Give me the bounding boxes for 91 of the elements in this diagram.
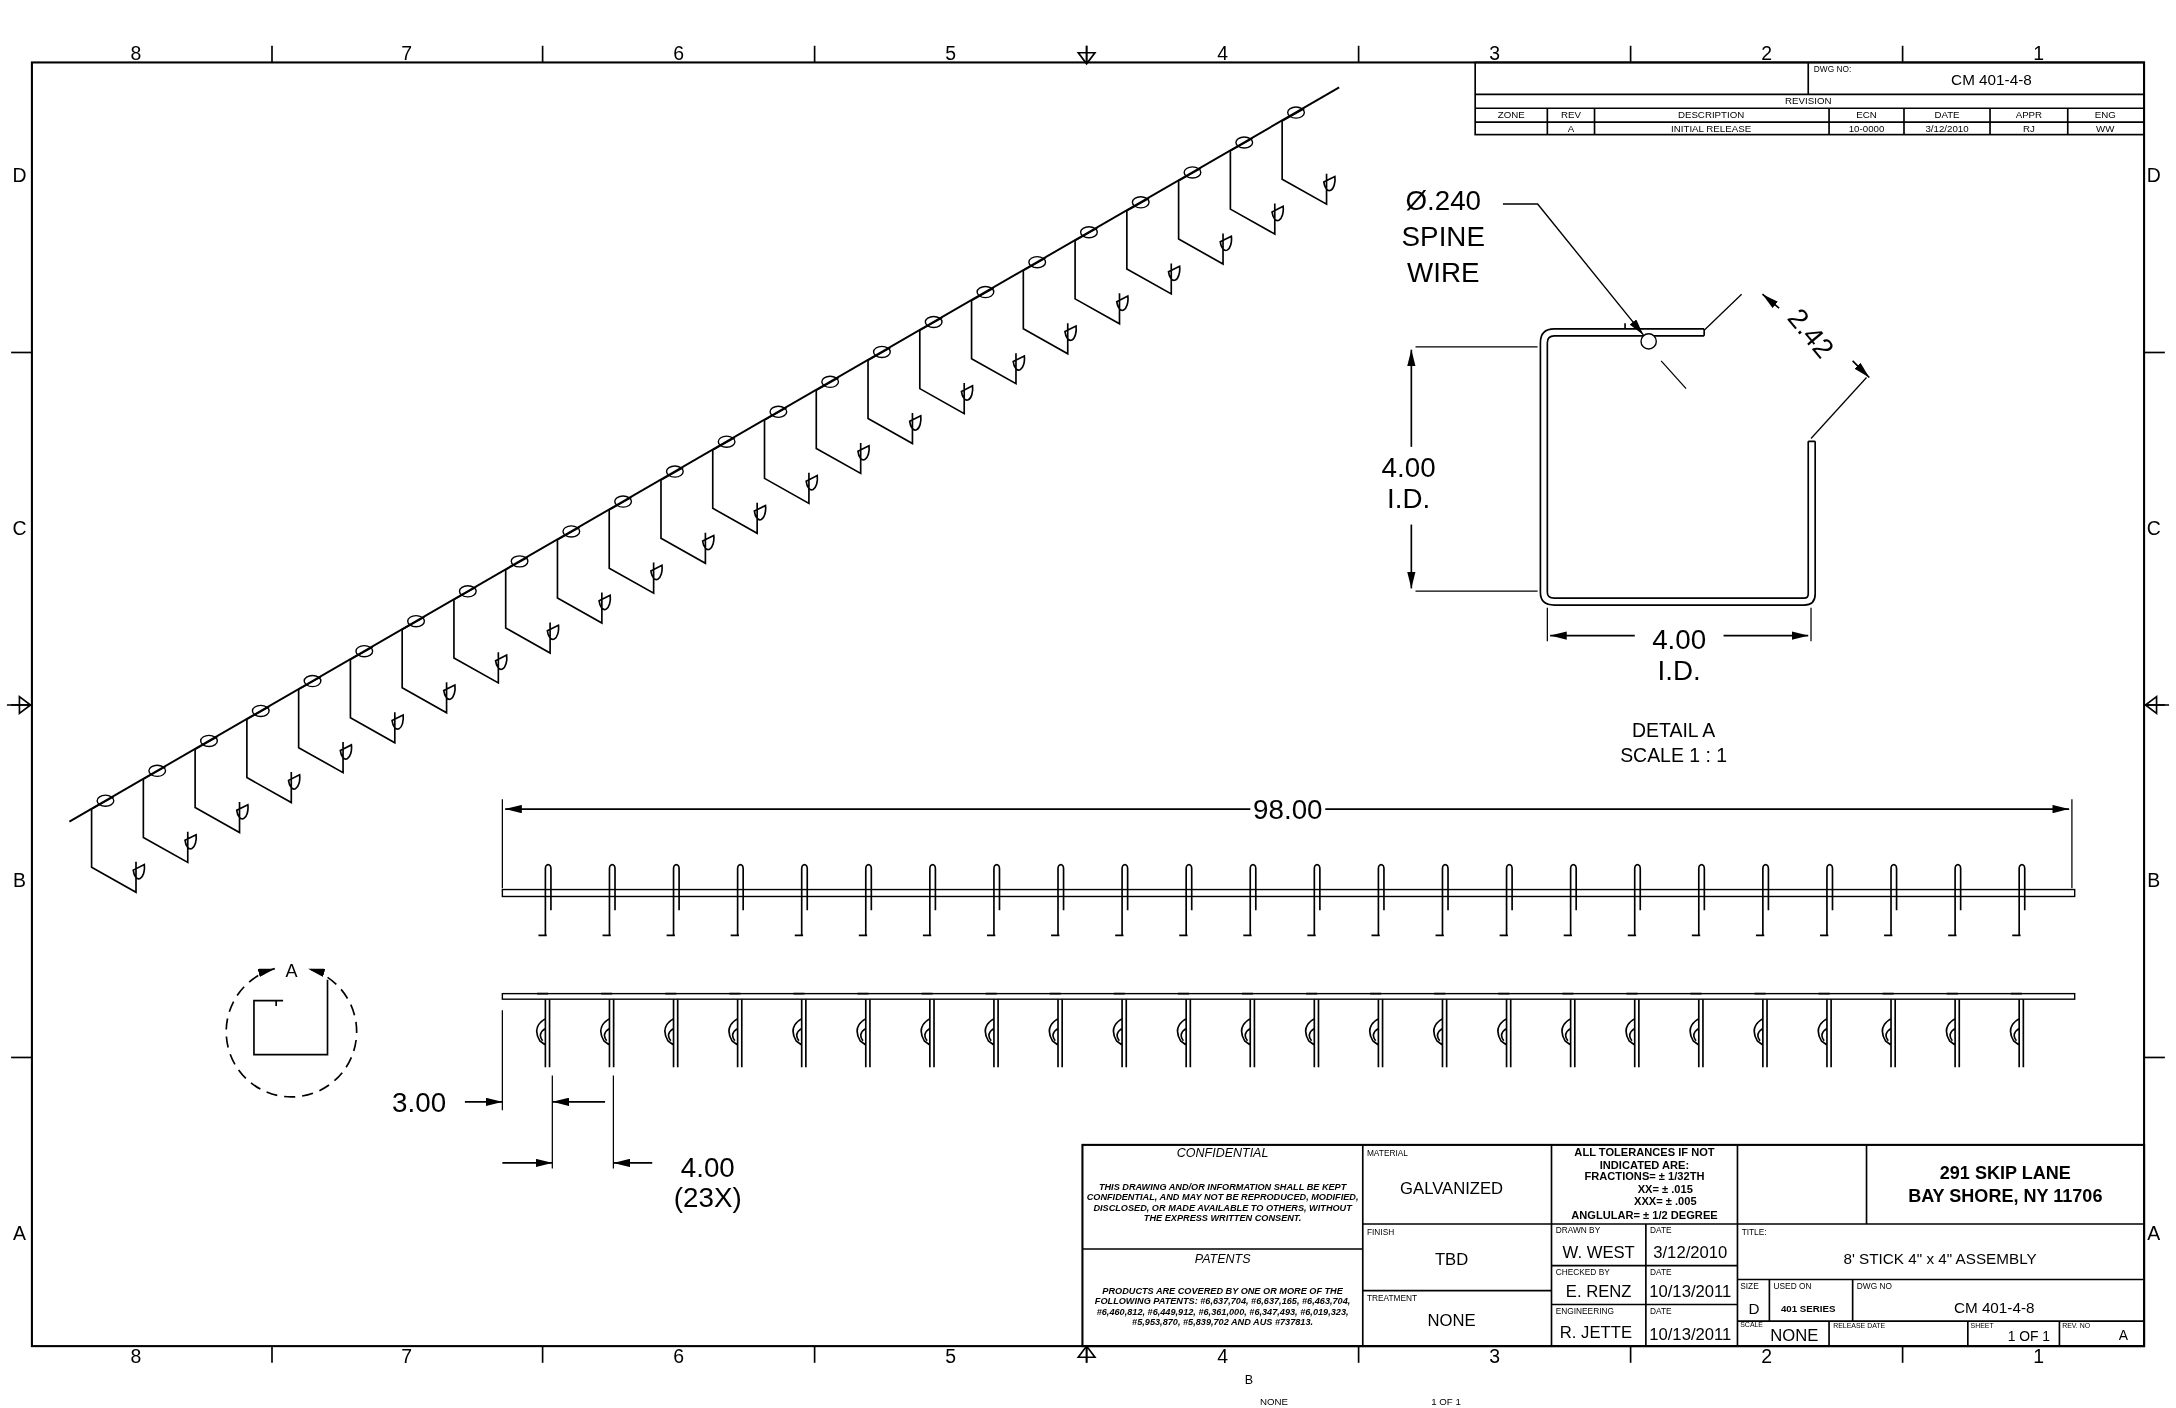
zone-number: 6 [673,43,684,65]
field-value: 401 SERIES [1780,1303,1836,1314]
view-title: DETAIL A [1632,720,1716,742]
dimension-label: Ø.240 SPINE WIRE [1366,190,1520,282]
column-header: REV [1560,109,1581,121]
field-value: 10/13/2011 [1649,1325,1732,1345]
field-value: 3/12/2010 [1653,1244,1728,1263]
section-heading: CONFIDENTIAL [1176,1147,1269,1162]
zone-number: 3 [1489,43,1500,65]
field-value: GALVANIZED [1400,1180,1504,1199]
field-value: W. WEST [1562,1244,1635,1263]
zone-number: 8 [130,1346,142,1368]
stray-text: B [1244,1373,1254,1388]
column-header: DESCRIPTION [1677,109,1745,121]
zone-number: 6 [673,1346,684,1368]
address-line: BAY SHORE, NY 11706 [1908,1186,2103,1207]
detail-callout-letter: A [285,961,298,982]
zone-number: 5 [945,43,956,65]
field-label: USED ON [1773,1281,1812,1291]
field-label: FINISH [1366,1227,1395,1237]
field-label: DATE [1650,1306,1672,1316]
zone-number: 4 [1217,43,1228,65]
zone-letter: B [12,870,26,892]
field-label: ENGINEERING [1555,1306,1614,1316]
table-value: INITIAL RELEASE [1671,123,1752,134]
field-label: DRAWN BY [1555,1226,1601,1236]
tolerance-note: XXX= ± .005 [1634,1197,1697,1210]
tolerance-note: ALL TOLERANCES IF NOT INDICATED ARE: [1573,1147,1716,1172]
zone-letter: A [2147,1223,2161,1245]
field-label: TREATMENT [1366,1294,1418,1304]
zone-number: 1 [2033,43,2044,65]
zone-letter: D [2146,165,2161,187]
zone-number: 3 [1489,1346,1500,1368]
column-header: APPR [2015,109,2043,121]
stray-text: NONE [1259,1396,1288,1407]
field-value: TBD [1434,1250,1469,1270]
table-value: RJ [2022,123,2035,134]
table-value: 3/12/2010 [1925,123,1969,134]
dimension-label: 3.00 [392,1086,447,1118]
dimension-label: 4.00 (23X) [672,1151,743,1213]
column-header: ZONE [1497,109,1525,121]
field-label: MATERIAL [1366,1148,1408,1158]
leader-line [1502,203,1645,336]
zone-number: 5 [945,1346,956,1368]
confidentiality-note: THIS DRAWING AND/OR INFORMATION SHALL BE KEPT CONFIDENTIAL, AND MAY NOT BE REPRODUCED, MODIFIED, DISCLOSED, OR MADE AVAILABLE TO OTHERS, WITHOUT THE EXPRESS WRITTEN CONSENT. [1086,1181,1359,1222]
address-line: 291 SKIP LANE [1939,1164,2071,1184]
table-value: WW [2096,123,2115,134]
zone-number: 2 [1761,1346,1772,1368]
drawing-number: CM 401-4-8 [1951,70,2032,88]
zone-number: 4 [1217,1346,1228,1368]
zone-letter: B [2147,870,2161,892]
field-value: E. RENZ [1565,1282,1632,1302]
field-label: DATE [1650,1268,1672,1278]
tolerance-note: ANGLULAR= ± 1/2 DEGREE [1571,1210,1718,1224]
tolerance-note: XX= ± .015 [1637,1184,1693,1197]
field-label: SIZE [1740,1281,1759,1291]
field-value: NONE [1427,1312,1476,1331]
field-value: R. JETTE [1559,1324,1632,1343]
field-label: DWG NO: [1813,64,1852,74]
column-header: ENG [2094,109,2116,121]
tolerance-note: FRACTIONS= ± 1/32TH [1584,1172,1705,1185]
zone-number: 1 [2033,1346,2044,1368]
drawing-number: CM 401-4-8 [1953,1298,2035,1316]
field-value: NONE [1770,1327,1819,1346]
field-value: 1 OF 1 [2007,1328,2051,1345]
zone-number: 7 [401,43,412,65]
zone-letter: A [12,1223,26,1245]
zone-number: 7 [401,1346,412,1368]
zone-letter: C [2146,518,2161,540]
zone-letter: C [12,518,27,540]
drawing-title: 8' STICK 4" x 4" ASSEMBLY [1843,1250,2037,1268]
table-title: REVISION [1785,95,1832,107]
field-label: DWG NO [1856,1281,1892,1291]
table-value: 10-0000 [1848,123,1885,134]
zone-number: 2 [1761,43,1772,65]
scale-note: SCALE 1 : 1 [1620,745,1728,767]
stray-text: 1 OF 1 [1431,1396,1461,1407]
patent-note: PRODUCTS ARE COVERED BY ONE OR MORE OF THE FOLLOWING PATENTS: #6,637,704, #6,637,165, #6,463,704, #6,460,812, #6,449,912, #6,361,000, #6,347,493, #6,019,323, #5,953,870, #5,839,702 AND AUS #737813. [1093,1285,1352,1326]
field-value: D [1748,1300,1760,1318]
section-heading: PATENTS [1194,1253,1251,1267]
table-value: A [1567,123,1575,134]
field-label: TITLE: [1741,1227,1767,1237]
field-value: 10/13/2011 [1649,1282,1732,1302]
column-header: ECN [1856,109,1877,121]
wire-section-circle [1640,333,1657,350]
zone-letter: D [12,165,27,187]
field-label: CHECKED BY [1555,1268,1610,1278]
column-header: DATE [1934,109,1960,121]
field-label: DATE [1650,1226,1672,1236]
zone-number: 8 [130,43,142,65]
field-value: A [2118,1327,2128,1343]
